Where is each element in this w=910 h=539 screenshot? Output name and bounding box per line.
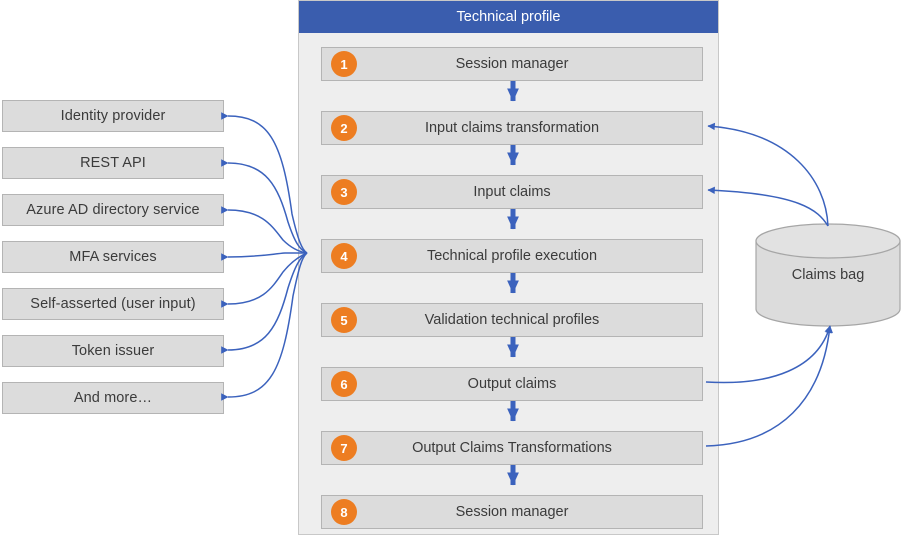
step-label: Session manager [455, 504, 569, 520]
step-label: Output Claims Transformations [412, 440, 612, 456]
source-box-mfa-services[interactable]: MFA services [2, 241, 224, 273]
step-number-badge: 1 [331, 51, 357, 77]
source-link-self-asserted [221, 252, 308, 308]
source-box-self-asserted[interactable]: Self-asserted (user input) [2, 288, 224, 320]
source-box-label: REST API [80, 155, 146, 171]
output-claims-transformations-link-to-claims-bag [705, 325, 833, 447]
output-claims-link-to-claims-bag [705, 325, 832, 384]
step-label: Technical profile execution [426, 248, 598, 264]
claims-bag-link-to-input-claims-transformation [707, 122, 829, 227]
claims-bag-datastore[interactable]: Claims bag [755, 223, 901, 327]
source-link-and-more [221, 252, 308, 401]
source-box-label: Token issuer [71, 343, 155, 359]
step-label: Input claims [473, 184, 551, 200]
step-number-badge: 7 [331, 435, 357, 461]
step-number-badge: 6 [331, 371, 357, 397]
source-box-identity-provider[interactable]: Identity provider [2, 100, 224, 132]
source-box-label: Azure AD directory service [26, 202, 200, 218]
source-link-identity-provider [221, 112, 308, 254]
source-link-rest-api [221, 159, 308, 254]
claims-bag-link-to-input-claims [707, 186, 829, 227]
step-box-technical-profile-execution[interactable]: 4 Technical profile execution [321, 239, 703, 273]
source-box-label: And more… [73, 390, 153, 406]
source-links [221, 112, 308, 401]
step-label: Input claims transformation [424, 120, 600, 136]
source-box-rest-api[interactable]: REST API [2, 147, 224, 179]
panel-title: Technical profile [299, 1, 718, 33]
step-number-badge: 3 [331, 179, 357, 205]
source-box-token-issuer[interactable]: Token issuer [2, 335, 224, 367]
step-box-session-manager-start[interactable]: 1 Session manager [321, 47, 703, 81]
step-label: Output claims [467, 376, 557, 392]
source-box-azure-ad-directory-service[interactable]: Azure AD directory service [2, 194, 224, 226]
step-box-output-claims[interactable]: 6 Output claims [321, 367, 703, 401]
step-box-input-claims-transformation[interactable]: 2 Input claims transformation [321, 111, 703, 145]
source-link-token-issuer [221, 252, 308, 354]
source-link-mfa-services [221, 252, 307, 261]
step-box-validation-technical-profiles[interactable]: 5 Validation technical profiles [321, 303, 703, 337]
technical-profile-panel: Technical profile 1 Session manager 2 In… [298, 0, 719, 535]
step-box-session-manager-end[interactable]: 8 Session manager [321, 495, 703, 529]
source-box-label: Self-asserted (user input) [30, 296, 196, 312]
source-box-and-more[interactable]: And more… [2, 382, 224, 414]
step-number-badge: 8 [331, 499, 357, 525]
source-box-label: MFA services [69, 249, 157, 265]
panel-title-label: Technical profile [456, 9, 561, 25]
step-number-badge: 5 [331, 307, 357, 333]
step-number-badge: 2 [331, 115, 357, 141]
step-box-input-claims[interactable]: 3 Input claims [321, 175, 703, 209]
step-number-badge: 4 [331, 243, 357, 269]
source-link-azure-ad [221, 206, 308, 254]
cylinder-shape [755, 223, 901, 327]
source-box-label: Identity provider [60, 108, 166, 124]
step-box-output-claims-transformations[interactable]: 7 Output Claims Transformations [321, 431, 703, 465]
step-label: Session manager [455, 56, 569, 72]
step-label: Validation technical profiles [424, 312, 600, 328]
